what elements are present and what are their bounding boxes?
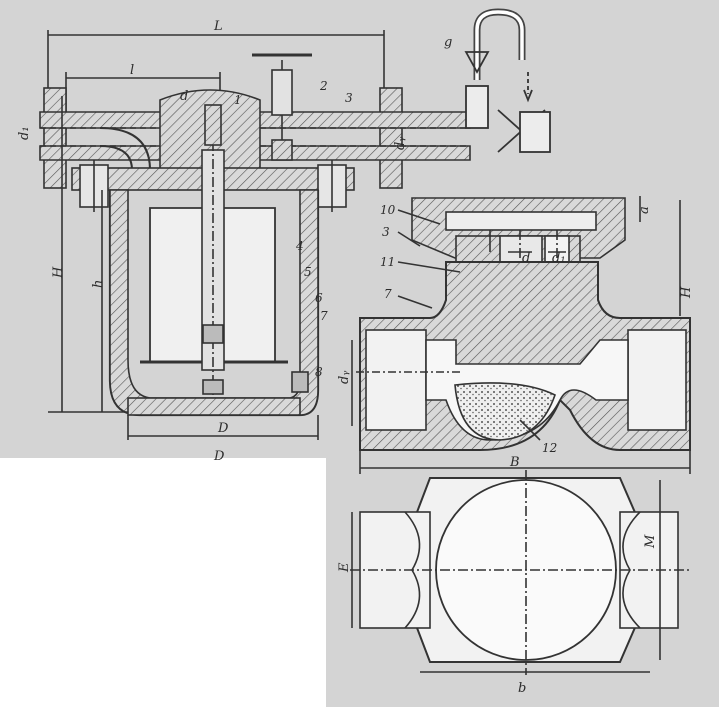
label-d-right: d — [522, 251, 530, 266]
label-7: 7 — [320, 309, 328, 323]
label-h-left: h — [91, 280, 106, 288]
label-6: 6 — [315, 291, 323, 305]
label-1: 1 — [234, 93, 242, 107]
label-5: 5 — [304, 265, 312, 279]
label-8: 8 — [315, 365, 323, 379]
label-L: L — [213, 19, 223, 34]
label-10: 10 — [380, 203, 396, 217]
label-H-right: H — [679, 286, 694, 299]
label-d1-left: d₁ — [17, 126, 32, 140]
right-trap-section — [351, 196, 691, 474]
label-12: 12 — [542, 441, 557, 455]
gooseneck-pipe — [464, 8, 551, 153]
label-d1-right: d₁ — [552, 251, 566, 266]
label-4: 4 — [295, 239, 304, 253]
label-11: 11 — [380, 255, 395, 269]
label-B: B — [509, 455, 520, 470]
label-E: E — [337, 562, 352, 573]
label-b: b — [518, 681, 526, 696]
right-plan-view — [350, 470, 690, 675]
label-H-left: H — [51, 266, 66, 279]
label-D: D — [217, 421, 229, 436]
label-l: l — [130, 63, 134, 78]
label-D-bottom: D — [213, 449, 225, 464]
label-d-top: d — [180, 89, 188, 104]
left-trap-section — [39, 30, 471, 440]
label-3b: 3 — [382, 225, 390, 239]
label-g: g — [444, 35, 452, 50]
label-3: 3 — [345, 91, 353, 105]
label-M: M — [643, 534, 658, 549]
label-dy-top: dᵧ — [393, 137, 408, 150]
label-a: a — [637, 206, 652, 214]
label-2: 2 — [319, 79, 328, 93]
label-dy-right: dᵧ — [337, 371, 352, 384]
label-7b: 7 — [384, 287, 392, 301]
blank-area — [0, 458, 326, 707]
